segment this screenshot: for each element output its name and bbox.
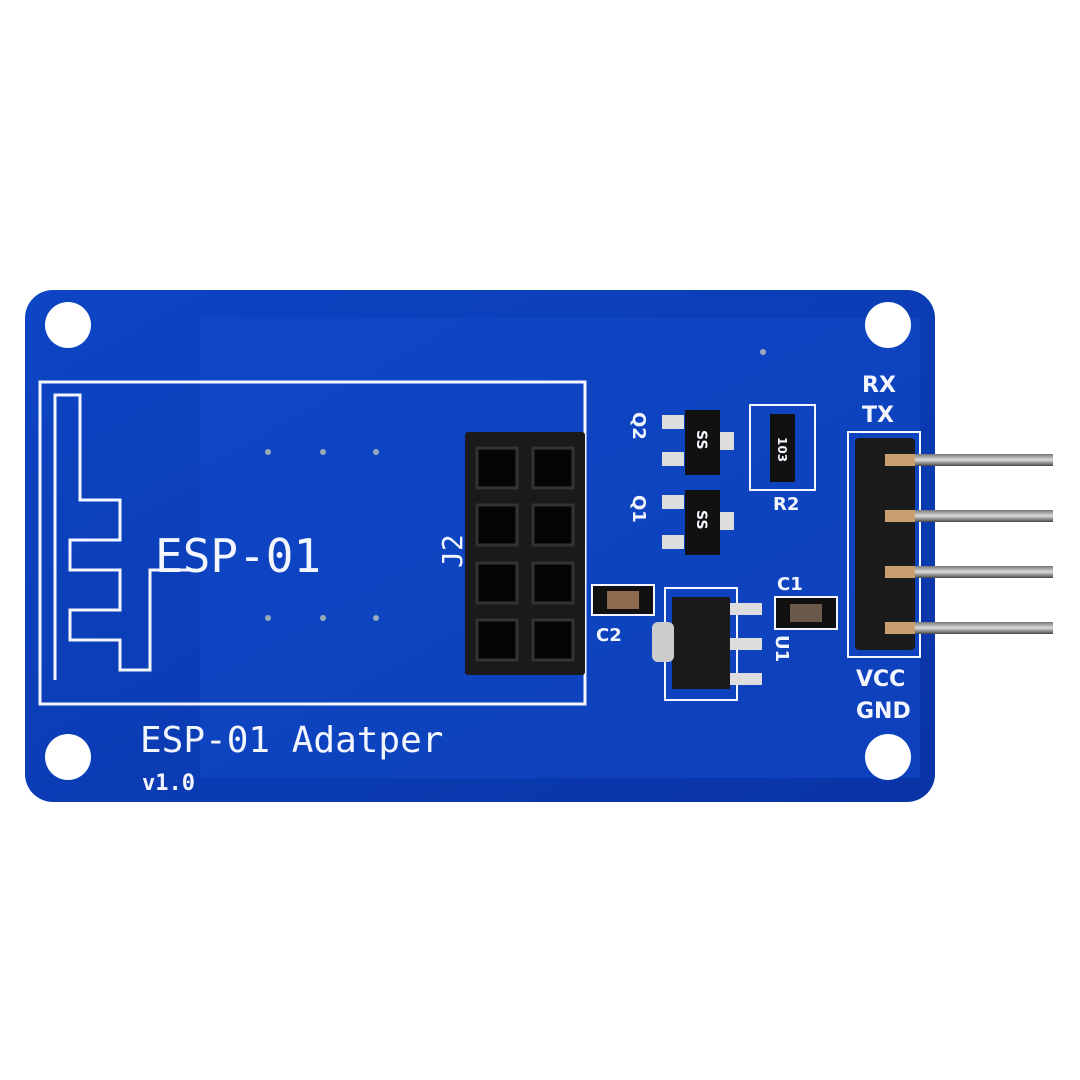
- resistor-r2: 103: [749, 404, 816, 491]
- pin-header: [855, 438, 915, 650]
- mounting-holes: [45, 302, 911, 780]
- pin-label-vcc: VCC: [856, 667, 905, 692]
- u1-label: U1: [771, 635, 792, 662]
- module-label: ESP-01: [155, 529, 321, 583]
- c1-label: C1: [777, 574, 803, 595]
- r2-label: R2: [773, 494, 799, 515]
- transistor-q1: SS: [662, 490, 734, 555]
- svg-text:SS: SS: [693, 510, 709, 530]
- header-pins: [885, 454, 1053, 634]
- svg-text:103: 103: [775, 437, 789, 462]
- capacitor-c2: [591, 584, 655, 616]
- pin-label-tx: TX: [862, 403, 894, 428]
- capacitor-c1: [774, 596, 838, 630]
- svg-text:SS: SS: [693, 430, 709, 450]
- board-version: v1.0: [142, 771, 195, 796]
- pin-header-outline: [847, 431, 921, 658]
- regulator-u1: [652, 587, 762, 701]
- c2-label: C2: [596, 625, 622, 646]
- q2-label: Q2: [628, 412, 649, 440]
- board-title: ESP-01 Adatper: [140, 720, 443, 761]
- pin-label-gnd: GND: [856, 699, 911, 724]
- q1-label: Q1: [628, 495, 649, 523]
- socket-label: J2: [436, 534, 469, 568]
- pin-label-rx: RX: [862, 373, 896, 398]
- j2-socket: [465, 432, 585, 675]
- vias: [265, 349, 766, 621]
- transistor-q2: SS: [662, 410, 734, 475]
